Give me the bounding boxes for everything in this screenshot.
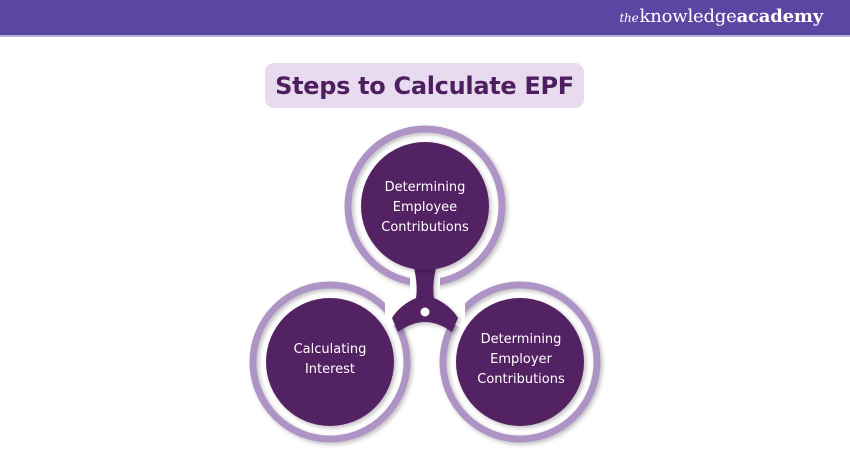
brand-logo[interactable]: theknowledgeacademy: [619, 6, 823, 27]
page-title: Steps to Calculate EPF: [275, 71, 574, 100]
center-dot: [420, 307, 430, 317]
circle-right: [456, 298, 584, 426]
node-top-line-3: Contributions: [381, 220, 469, 235]
inner-circles: [266, 142, 584, 426]
title-box: Steps to Calculate EPF: [265, 63, 584, 108]
node-left-line-1: Calculating: [293, 342, 367, 357]
circle-left: [266, 298, 394, 426]
brand-prefix: the: [619, 11, 639, 25]
circle-top: [361, 142, 489, 270]
brand-regular: knowledge: [639, 6, 737, 27]
header-bar: [0, 0, 850, 36]
node-right-label: Determining Employer Contributions: [451, 330, 591, 390]
node-left-line-2: Interest: [304, 362, 356, 377]
node-top-line-1: Determining: [384, 180, 466, 195]
node-top-label: Determining Employee Contributions: [355, 178, 495, 238]
ring-left: [249, 281, 411, 443]
connector-hub: [392, 268, 458, 332]
node-right-line-2: Employer: [490, 352, 552, 367]
node-right-line-1: Determining: [480, 332, 562, 347]
ring-right: [439, 281, 601, 443]
header-divider: [0, 35, 850, 37]
brand-bold: academy: [736, 6, 824, 27]
node-top-line-2: Employee: [392, 200, 458, 215]
node-right-line-3: Contributions: [477, 372, 565, 387]
node-left-label: Calculating Interest: [260, 340, 400, 380]
